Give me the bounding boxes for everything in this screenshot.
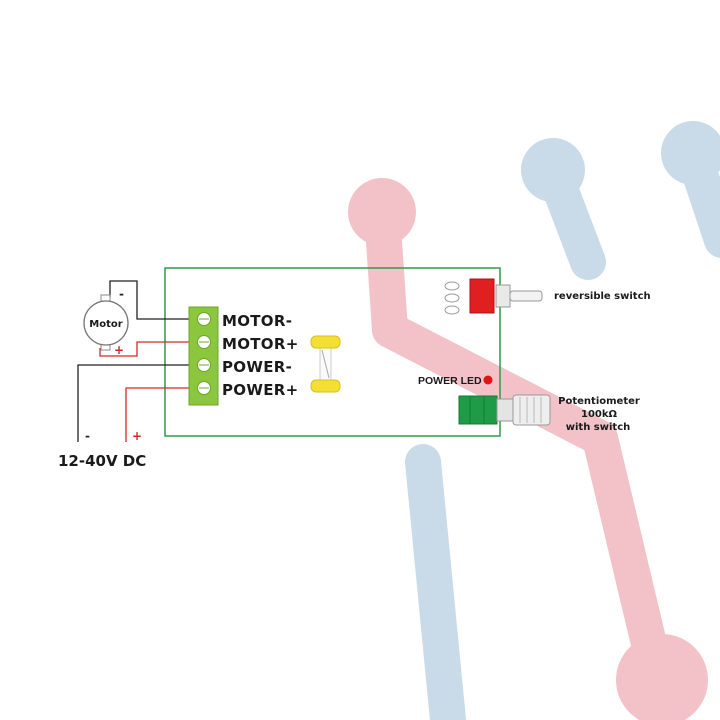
background-watermark [348, 121, 720, 720]
terminal-block [188, 306, 219, 406]
potentiometer: Potentiometer 100kΩ with switch [458, 394, 640, 433]
supply-minus-sign: - [85, 429, 90, 443]
terminal-label-motor-positive: MOTOR+ [222, 335, 299, 353]
potentiometer-body [458, 395, 498, 425]
terminal-screws [197, 312, 211, 395]
watermark-red-shapes [348, 178, 708, 720]
power-led-indicator [483, 375, 493, 385]
terminal-label-power-negative: POWER- [222, 358, 292, 376]
wires [77, 280, 190, 442]
supply-voltage-label: 12-40V DC [58, 452, 146, 470]
switch-pins [444, 281, 460, 315]
potentiometer-label-line3: with switch [566, 422, 631, 433]
terminal-label-motor-negative: MOTOR- [222, 312, 292, 330]
terminal-label-power-positive: POWER+ [222, 381, 298, 399]
motor-plus-sign: + [114, 343, 124, 357]
wire-power-positive [125, 387, 190, 442]
switch-collar [495, 284, 511, 308]
power-led-label: POWER LED [418, 375, 482, 387]
switch-label: reversible switch [554, 291, 651, 302]
reversible-switch: reversible switch [444, 278, 651, 315]
board-outline [164, 267, 501, 437]
switch-body [469, 278, 495, 314]
potentiometer-label-line2: 100kΩ [581, 409, 618, 420]
watermark-blue-shapes [405, 121, 720, 720]
motor-minus-sign: - [119, 287, 124, 301]
motor-label: Motor [89, 319, 122, 330]
fuse-cap-bottom [310, 379, 341, 393]
potentiometer-label-line1: Potentiometer [558, 396, 640, 407]
fuse-cap-top [310, 335, 341, 349]
potentiometer-knob [512, 394, 551, 426]
wire-motor-positive [99, 341, 190, 357]
motor: Motor - + [83, 287, 129, 357]
supply-plus-sign: + [132, 429, 142, 443]
wire-power-negative [77, 364, 190, 442]
motor-body [83, 300, 129, 346]
power-led: POWER LED [418, 375, 493, 387]
potentiometer-bushing [496, 398, 514, 422]
fuse [310, 335, 341, 393]
wire-motor-negative [109, 280, 190, 320]
switch-lever [509, 290, 543, 302]
motor-shaft-top [100, 294, 111, 302]
power-supply: - + 12-40V DC [58, 429, 146, 470]
